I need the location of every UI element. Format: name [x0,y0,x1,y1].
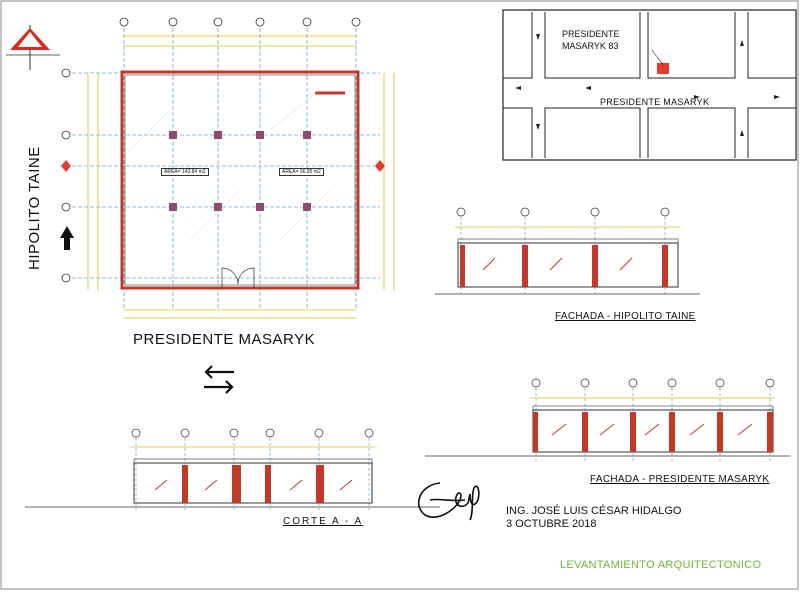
area-label-1: ÁREA= 143.84 m2 [161,168,209,176]
elevation-title-hipolito: FACHADA - HIPOLITO TAINE [555,311,696,322]
elevation-presidente-masaryk [425,378,790,462]
signature [417,482,480,521]
engineer-name: ING. JOSÉ LUIS CÉSAR HIDALGO [506,505,682,517]
drawing-date: 3 OCTUBRE 2018 [506,518,597,530]
property-marker-icon [657,63,669,74]
map-address-line1: PRESIDENTE [562,29,620,39]
traffic-direction-icon [204,365,234,394]
map-address-line2: MASARYK 83 [562,41,619,51]
north-arrow-icon [6,25,60,70]
door-icon [221,267,255,288]
sheet-title: LEVANTAMIENTO ARQUITECTONICO [560,559,762,571]
floor-plan [61,17,395,319]
elevation-title-presidente: FACHADA - PRESIDENTE MASARYK [590,474,770,485]
elevation-hipolito-taine [435,207,700,295]
up-arrow-icon [60,226,74,250]
street-label-bottom: PRESIDENTE MASARYK [133,331,316,348]
area-label-2: ÁREA= 96.85 m2 [279,168,324,176]
section-title: CORTE A - A [283,516,364,527]
location-map [502,9,797,161]
map-street-label: PRESIDENTE MASARYK [600,97,710,107]
street-label-left: HIPOLITO TAINE [26,146,43,270]
section-a-a [25,428,440,510]
